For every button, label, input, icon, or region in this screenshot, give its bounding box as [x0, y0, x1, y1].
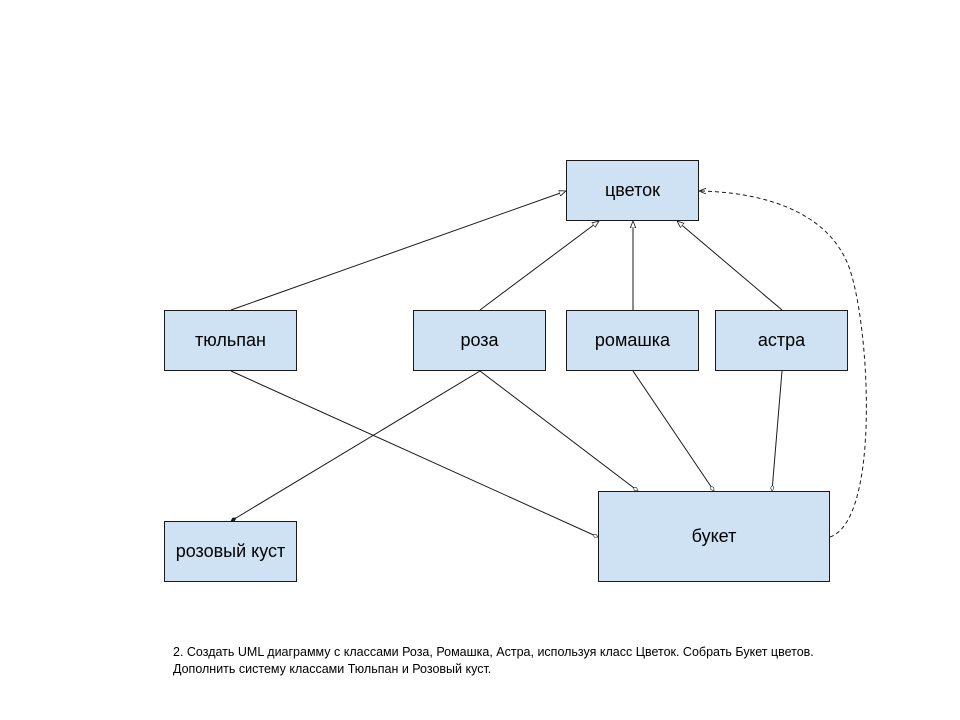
class-label-daisy: ромашка — [594, 330, 671, 350]
edge-tulip-bouquet — [230, 370, 598, 537]
class-box-aster[interactable]: астра — [715, 310, 848, 371]
class-box-rose[interactable]: роза — [413, 310, 546, 371]
edge-rose-bouquet — [479, 370, 638, 492]
class-label-bouquet: букет — [691, 526, 737, 546]
edge-rose-flower — [479, 221, 599, 311]
caption-line-1: 2. Создать UML диаграмму с классами Роза… — [173, 645, 814, 659]
caption-line-2: Дополнить систему классами Тюльпан и Роз… — [173, 662, 492, 676]
class-box-daisy[interactable]: ромашка — [566, 310, 699, 371]
edge-rose-rosebush — [231, 370, 481, 522]
edge-tulip-flower — [230, 191, 566, 311]
class-label-flower: цветок — [604, 180, 660, 200]
class-label-rose: роза — [460, 330, 499, 350]
class-box-rose-bush[interactable]: розовый куст — [164, 521, 297, 582]
edge-aster-flower — [677, 221, 783, 311]
class-box-bouquet[interactable]: букет — [598, 491, 830, 582]
edge-daisy-bouquet — [632, 370, 715, 491]
class-box-flower[interactable]: цветок — [566, 160, 699, 221]
class-label-aster: астра — [757, 330, 806, 350]
class-label-tulip: тюльпан — [195, 330, 266, 350]
class-label-rose-bush: розовый куст — [175, 541, 286, 561]
edge-aster-bouquet — [772, 370, 783, 491]
class-box-tulip[interactable]: тюльпан — [164, 310, 297, 371]
task-caption: 2. Создать UML диаграмму с классами Роза… — [173, 644, 933, 678]
